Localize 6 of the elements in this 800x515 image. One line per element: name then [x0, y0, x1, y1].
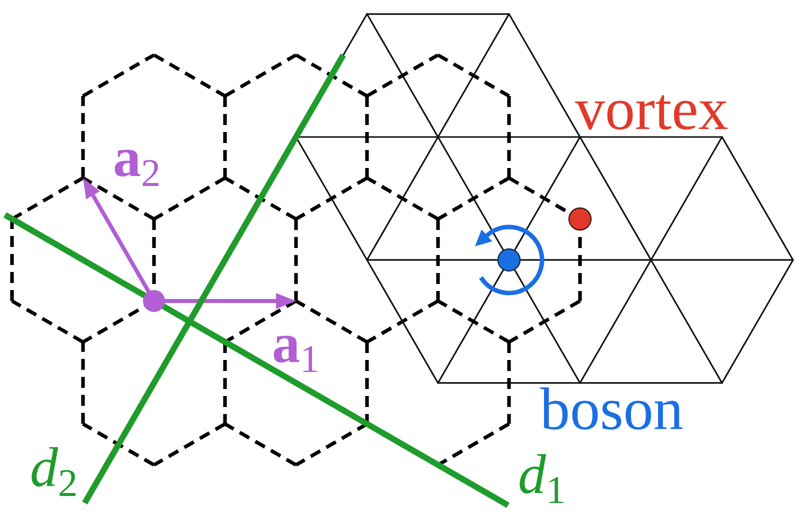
vector-label: a$_{1}$ [272, 316, 320, 379]
vector-label: a$_{2}$ [113, 130, 161, 193]
particle-label: vortex [575, 79, 728, 139]
particle-label: boson [540, 379, 684, 439]
line-label: d$_{1}$ [518, 447, 566, 510]
line-label: d$_{2}$ [30, 440, 78, 503]
